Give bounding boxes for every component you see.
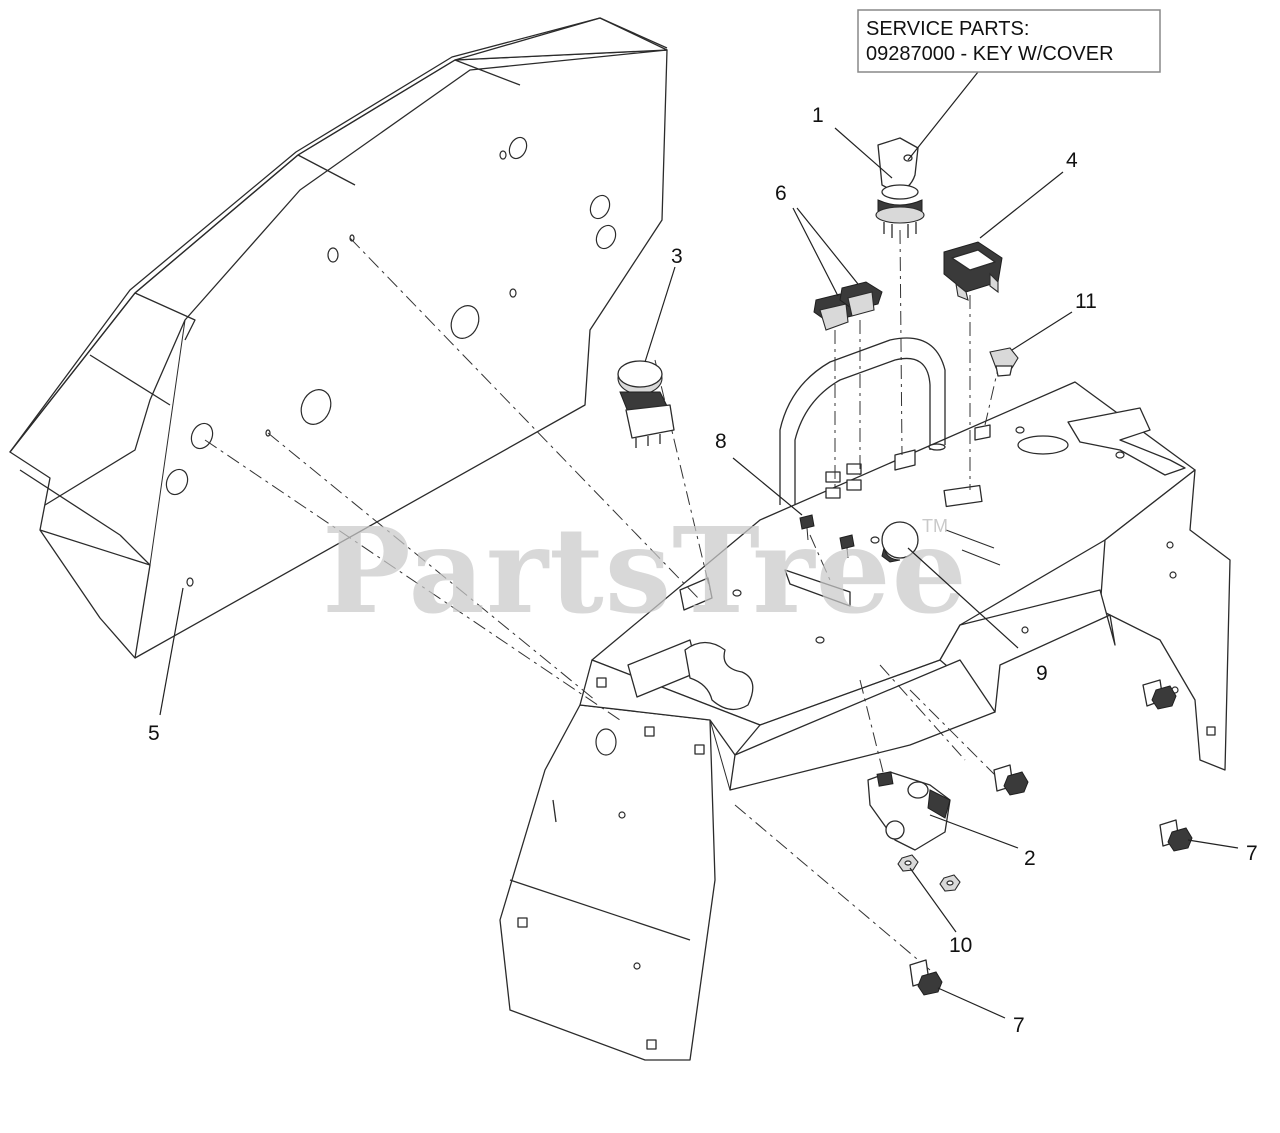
watermark-text: PartsTree [322, 501, 968, 640]
callout-10: 10 [949, 934, 972, 957]
key-switch-part-1 [875, 137, 925, 238]
bolt-bottom [909, 959, 943, 996]
callout-6: 6 [775, 182, 787, 205]
callout-11: 11 [1075, 290, 1097, 313]
control-panel-frame [499, 381, 1231, 1061]
leader-lines [159, 71, 1239, 1019]
callout-1: 1 [812, 104, 824, 127]
hour-meter-part-4 [943, 241, 1003, 301]
callout-7-bottom: 7 [1013, 1014, 1025, 1037]
switches-part-6 [813, 281, 883, 331]
bolt-middle [993, 764, 1029, 796]
callout-5: 5 [148, 722, 160, 745]
plug-part-11 [989, 347, 1019, 377]
pto-switch-part-3 [617, 360, 675, 448]
console-cover-part-5 [9, 17, 668, 659]
callout-3: 3 [671, 245, 683, 268]
callout-7-right: 7 [1246, 842, 1258, 865]
handle-loop [779, 337, 946, 505]
bolt-right [1159, 819, 1193, 852]
service-parts-line: 09287000 - KEY W/COVER [866, 43, 1114, 65]
callout-4: 4 [1066, 149, 1078, 172]
callout-2: 2 [1024, 847, 1036, 870]
watermark: PartsTree TM [322, 501, 968, 640]
callout-8: 8 [715, 430, 727, 453]
watermark-tm: TM [922, 516, 948, 536]
bolt-upper-right [1142, 679, 1177, 710]
nuts-part-10 [897, 854, 961, 892]
bolts-part-7 [909, 679, 1193, 996]
callout-9: 9 [1036, 662, 1048, 685]
service-parts-box: SERVICE PARTS: 09287000 - KEY W/COVER [857, 9, 1161, 73]
screws-part-8 [799, 514, 855, 559]
service-parts-title: SERVICE PARTS: [866, 18, 1029, 40]
assembly-lines [204, 229, 1001, 971]
switch-bracket-part-2 [867, 771, 951, 851]
callouts: 1 2 3 4 5 6 7 7 8 9 10 11 [148, 104, 1258, 1037]
